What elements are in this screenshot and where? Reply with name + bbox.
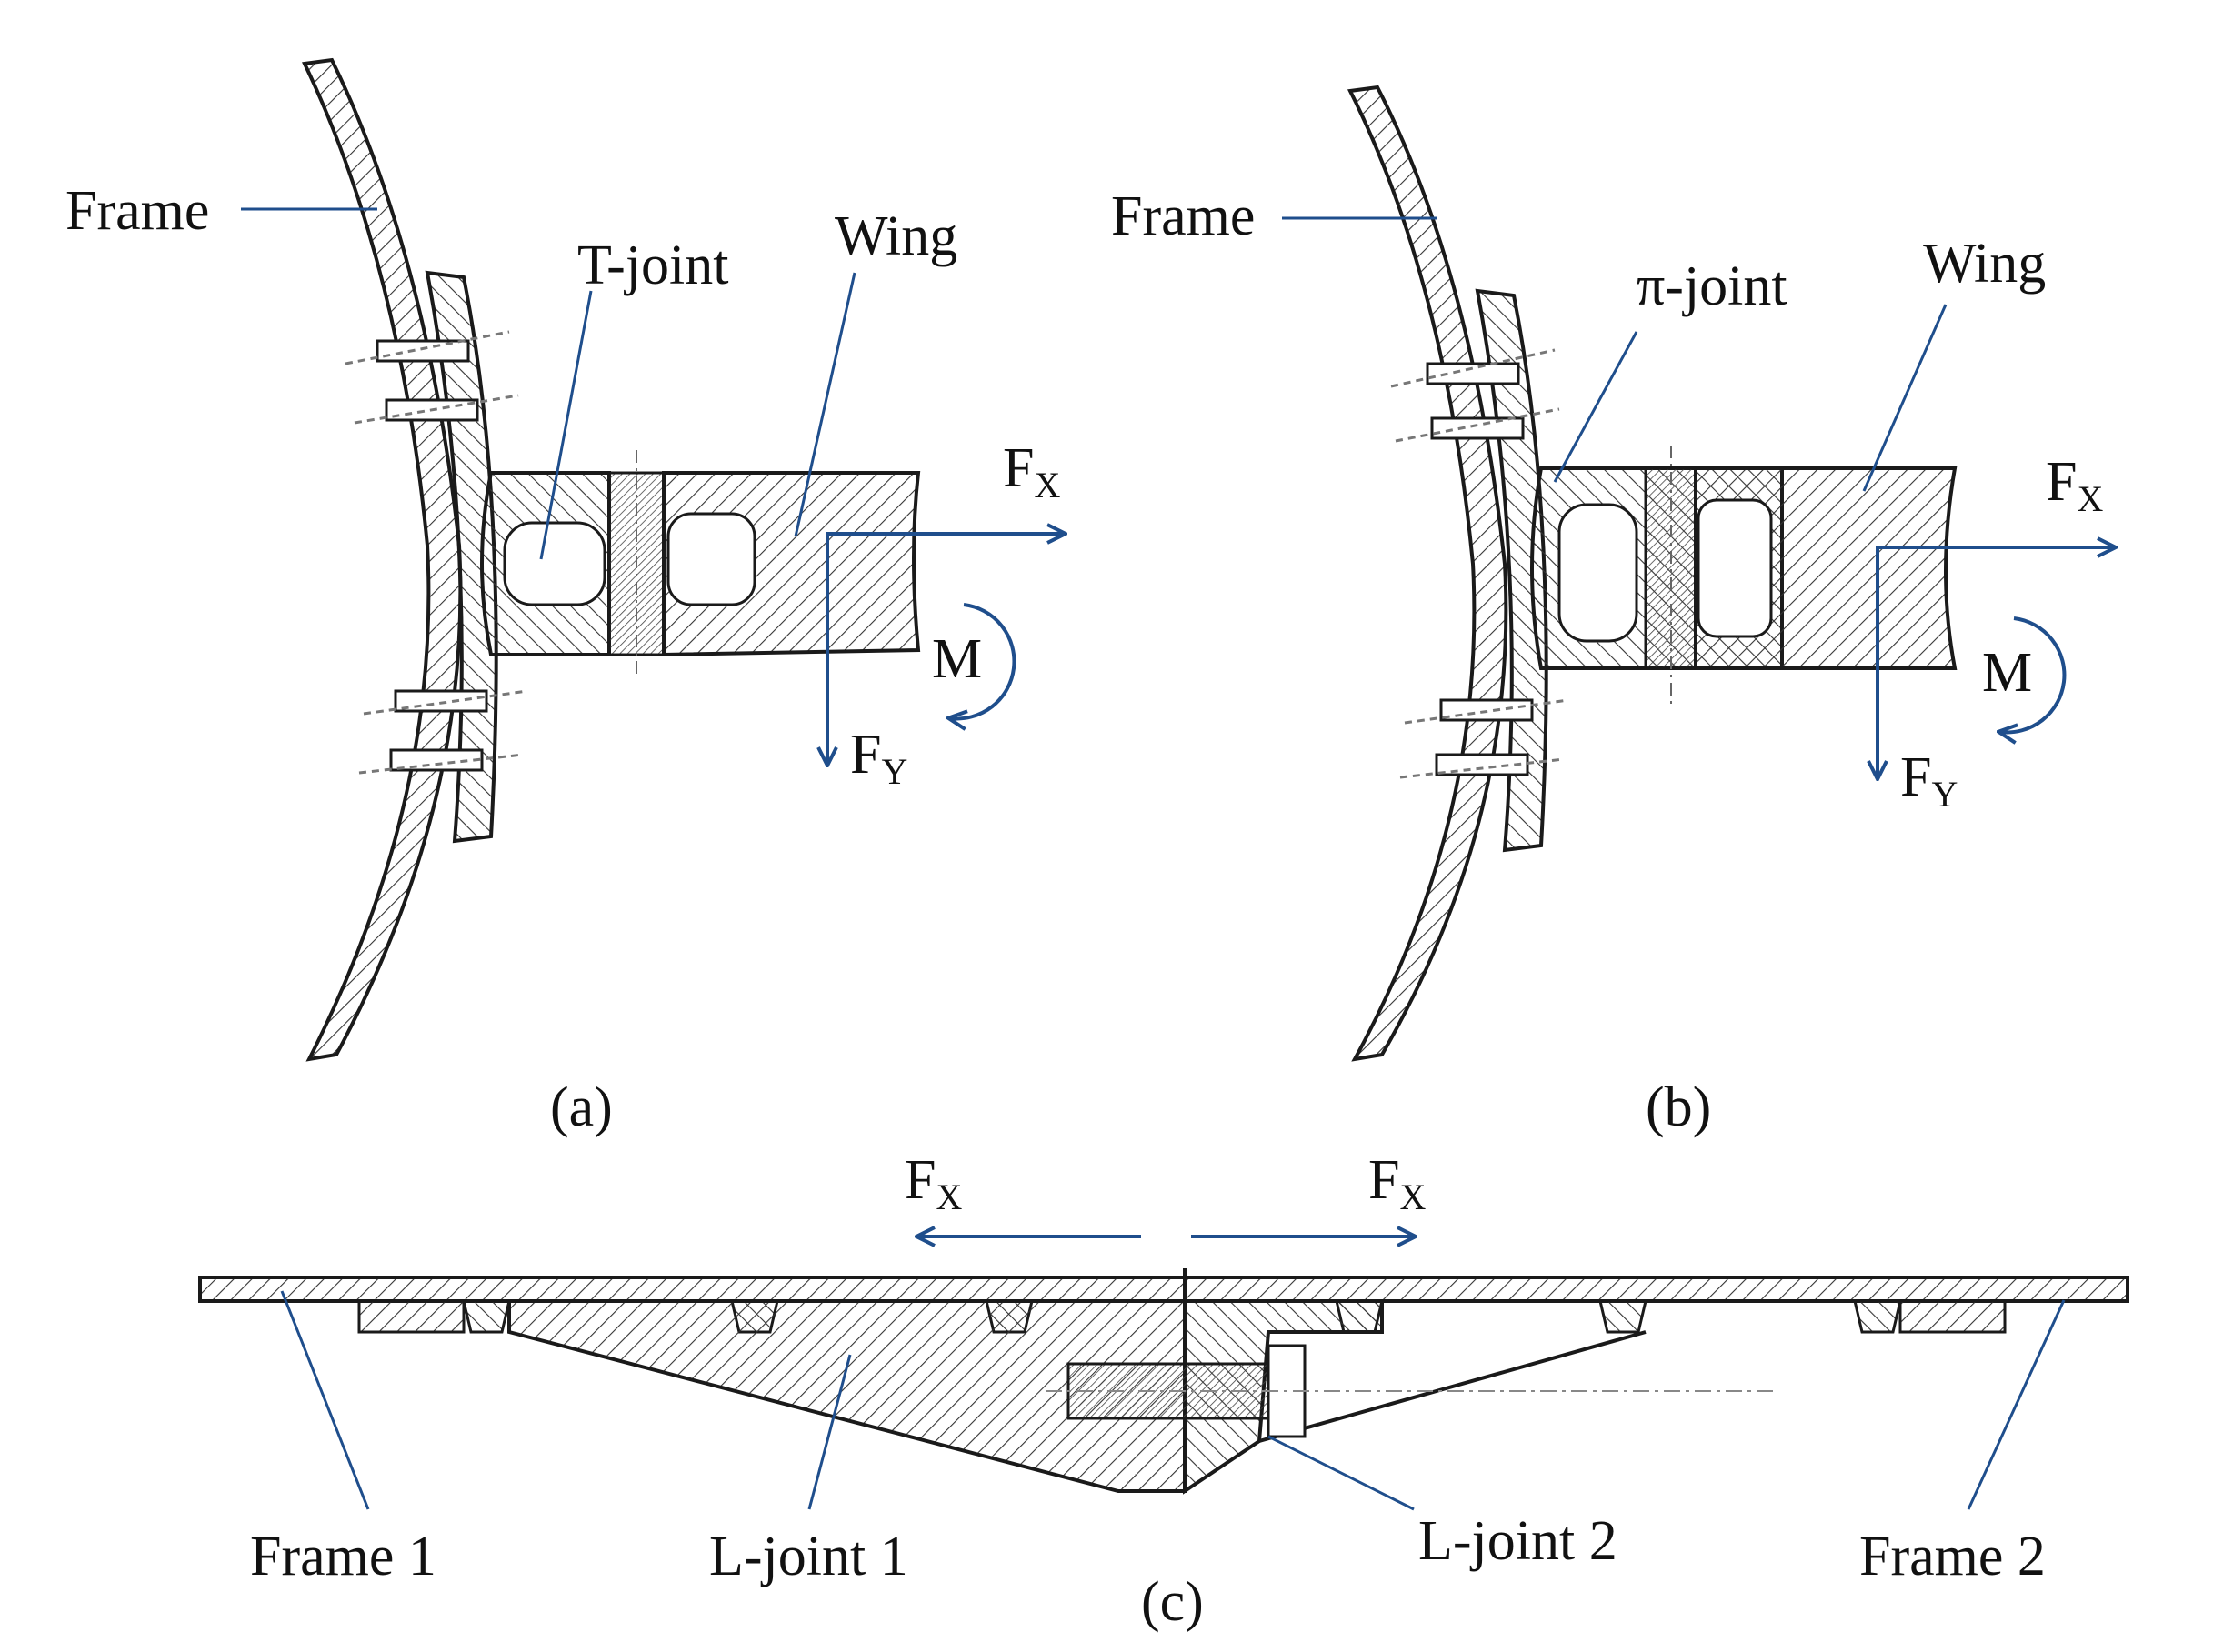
pi-joint-b-leader xyxy=(1553,331,1638,483)
fy-a-label: FY xyxy=(850,724,907,792)
panel-a: Frame T-joint Wing FX FY M (a) xyxy=(65,57,1064,1138)
wing-b-leader xyxy=(1862,304,1948,492)
l-joint-2-label: L-joint 2 xyxy=(1418,1510,1617,1572)
frame-b-label: Frame xyxy=(1111,185,1255,247)
fx-a-label: FX xyxy=(1003,437,1060,506)
panel-b: Frame π-joint Wing FX FY M (b) xyxy=(1111,85,2114,1138)
pi-joint-b-label: π-joint xyxy=(1637,255,1787,317)
wing-b-slot xyxy=(1697,498,1773,638)
l-joint-1-label: L-joint 1 xyxy=(709,1526,908,1587)
moment-a-arrow xyxy=(950,603,1016,718)
moment-b-label: M xyxy=(1982,642,2032,704)
fasteners-b xyxy=(1390,348,1569,779)
l-joint-2-shape xyxy=(1183,1299,1384,1495)
frame2-leader xyxy=(1967,1299,2066,1510)
panel-c: FX FX Frame 1 L-joint 1 L-joint 2 Frame … xyxy=(198,1149,2129,1633)
wing-a-label: Wing xyxy=(835,205,957,267)
frame2-label: Frame 2 xyxy=(1859,1526,2046,1587)
fx-c-right-label: FX xyxy=(1368,1149,1426,1217)
frame1-label: Frame 1 xyxy=(250,1526,436,1587)
wing-a-pocket xyxy=(666,512,756,606)
wing-a-leader xyxy=(794,272,856,537)
frame1-leader xyxy=(280,1290,370,1510)
moment-b-arrow xyxy=(2000,616,2067,732)
frame-skin-c xyxy=(198,1276,2129,1303)
caption-c: (c) xyxy=(1141,1571,1204,1633)
caption-b: (b) xyxy=(1646,1076,1711,1138)
t-joint-a-leader xyxy=(539,290,593,560)
frame-b-shape xyxy=(1347,85,1508,1062)
l-joint-1-shape xyxy=(507,1299,1187,1493)
fx-c-left-label: FX xyxy=(905,1149,962,1217)
t-joint-a-label: T-joint xyxy=(577,235,729,296)
fx-b-label: FX xyxy=(2046,451,2103,519)
moment-a-label: M xyxy=(932,628,982,690)
caption-a: (a) xyxy=(550,1076,613,1138)
pi-joint-pocket-b xyxy=(1557,503,1638,643)
l-joint-1-leader xyxy=(807,1354,852,1510)
fy-b-label: FY xyxy=(1900,746,1958,815)
l-joint-2-leader xyxy=(1267,1435,1415,1511)
frame-a-label: Frame xyxy=(65,180,209,242)
fasteners-a xyxy=(345,330,528,775)
wing-b-label: Wing xyxy=(1923,233,2046,295)
t-joint-pocket-a xyxy=(503,521,606,606)
